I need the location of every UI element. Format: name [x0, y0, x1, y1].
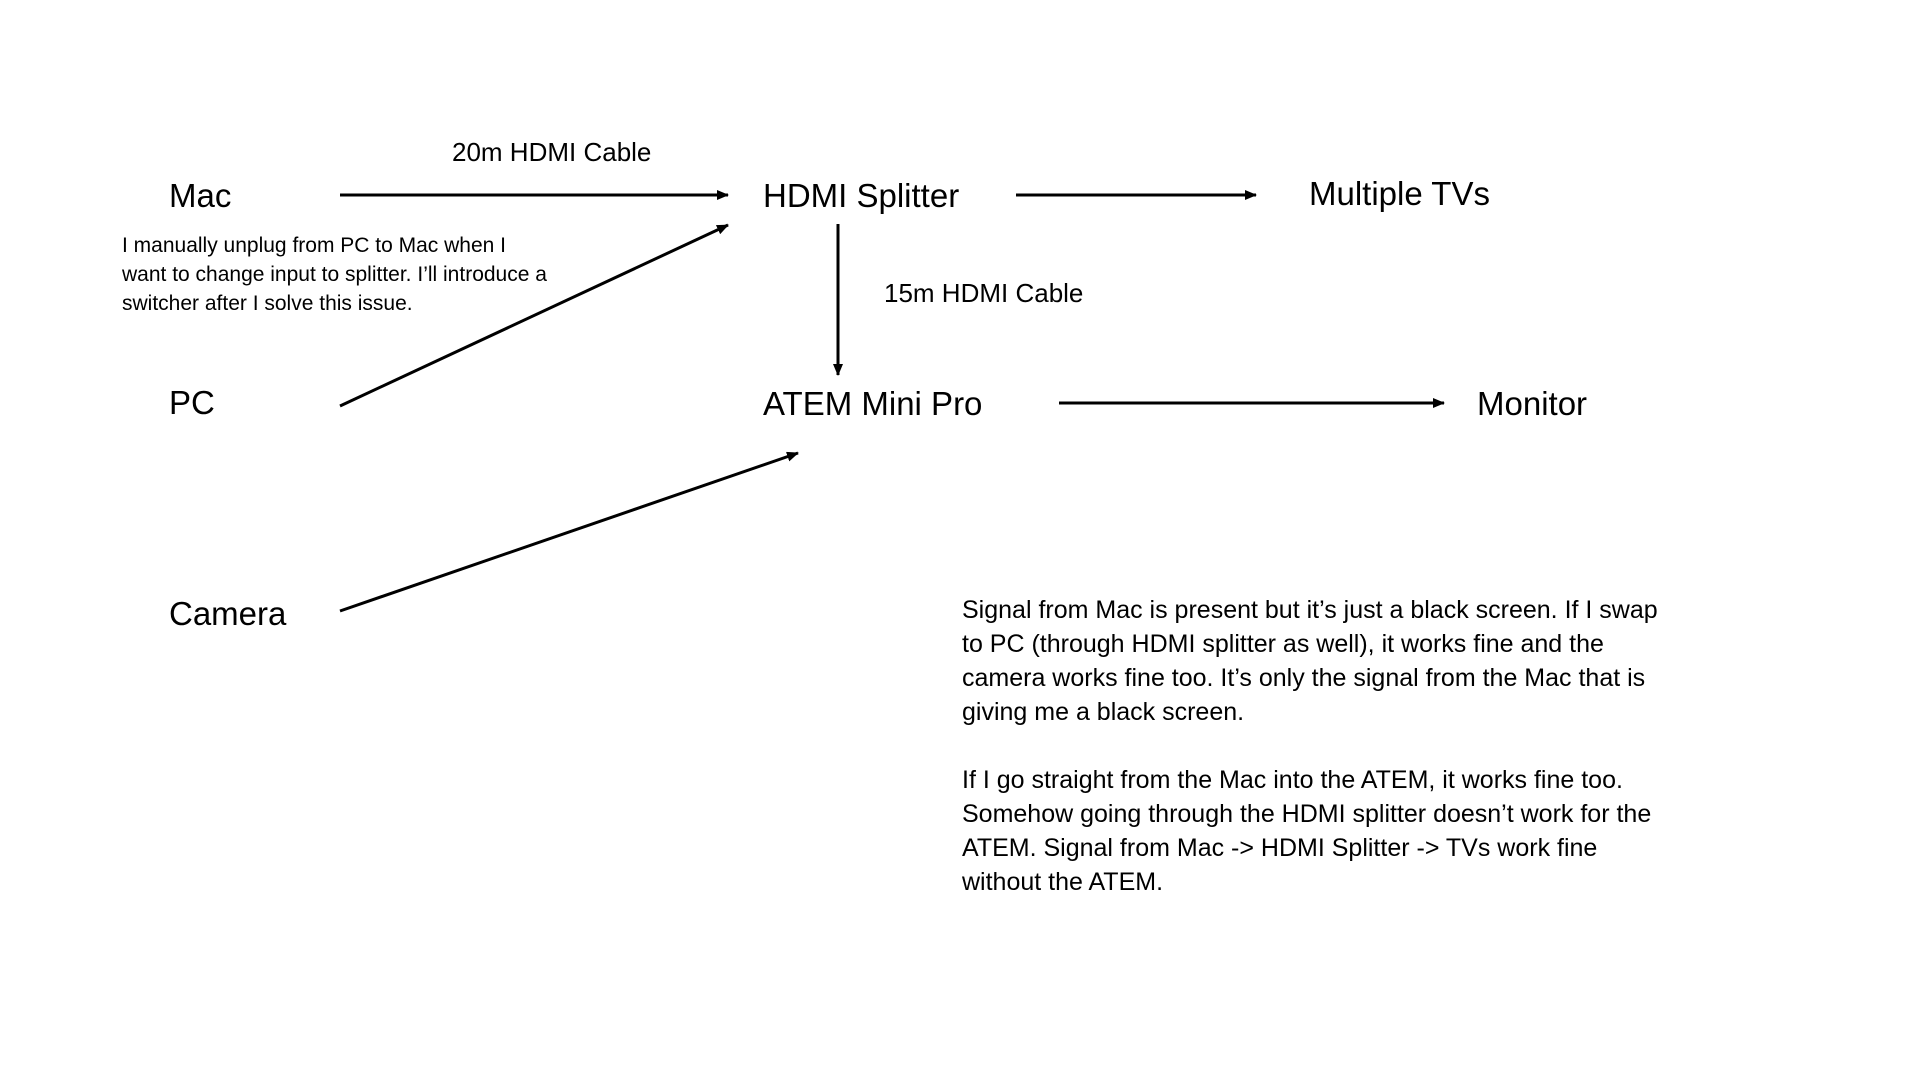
node-camera: Camera — [169, 595, 287, 632]
arrow-camera-to-atem — [339, 451, 799, 613]
node-pc: PC — [169, 384, 215, 421]
node-monitor: Monitor — [1477, 385, 1588, 422]
arrow-pc-to-splitter — [339, 223, 729, 408]
node-atem-mini-pro: ATEM Mini Pro — [763, 385, 983, 422]
node-hdmi-splitter: HDMI Splitter — [763, 177, 960, 214]
node-mac: Mac — [169, 177, 232, 214]
problem-paragraph-1: Signal from Mac is present but it’s just… — [962, 596, 1658, 726]
problem-paragraph-2: If I go straight from the Mac into the A… — [962, 766, 1652, 896]
node-multiple-tvs: Multiple TVs — [1309, 175, 1490, 212]
switch-note: I manually unplug from PC to Mac when I … — [122, 234, 547, 315]
edge-label-15m-cable: 15m HDMI Cable — [884, 278, 1084, 308]
edge-label-20m-cable: 20m HDMI Cable — [452, 137, 652, 167]
problem-description: Signal from Mac is present but it’s just… — [962, 593, 1682, 933]
